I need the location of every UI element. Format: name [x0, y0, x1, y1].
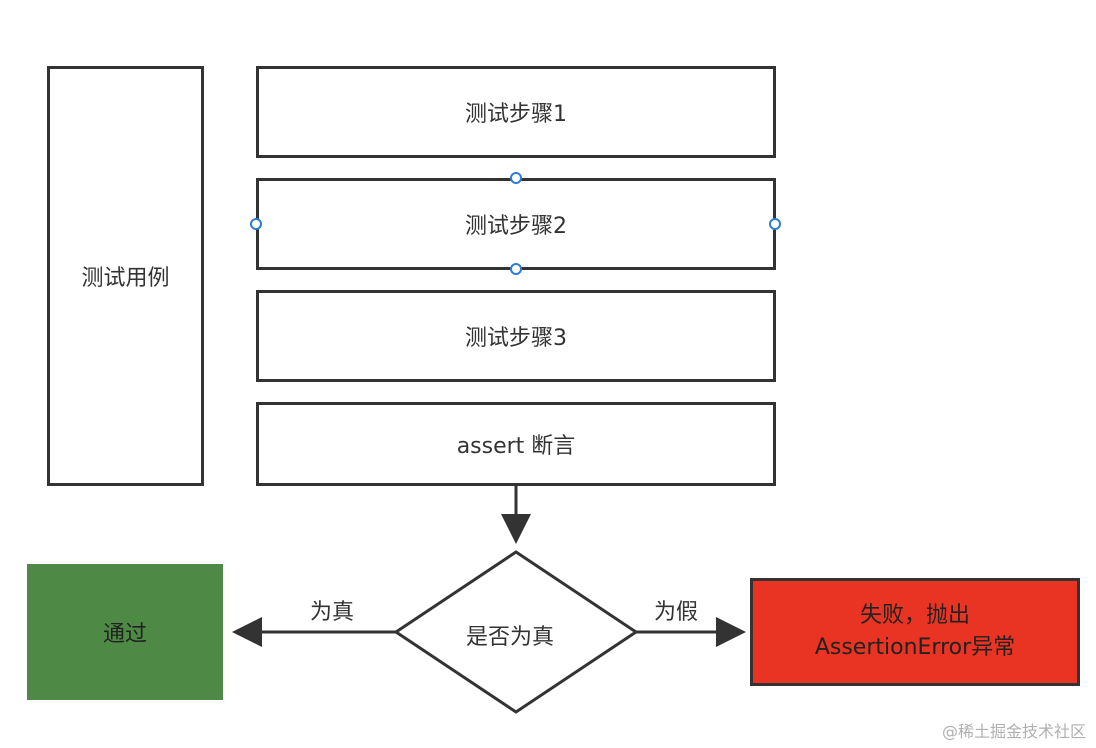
- pass-label: 通过: [102, 622, 147, 647]
- pass-box: 通过: [27, 564, 223, 700]
- handle-top[interactable]: [510, 172, 522, 184]
- decision-label: 是否为真: [466, 625, 555, 650]
- assert-label: assert 断言: [456, 434, 576, 459]
- step-1-label: 测试步骤1: [465, 102, 567, 127]
- fail-label-line2: AssertionError异常: [814, 635, 1016, 660]
- step-1-box: 测试步骤1: [256, 66, 776, 158]
- step-3-label: 测试步骤3: [465, 326, 567, 351]
- decision-diamond: [393, 550, 639, 714]
- edge-true-label: 为真: [310, 600, 355, 625]
- step-2-box[interactable]: 测试步骤2: [256, 178, 776, 270]
- watermark: @稀土掘金技术社区: [941, 722, 1086, 741]
- handle-left[interactable]: [250, 218, 262, 230]
- handle-bottom[interactable]: [510, 263, 522, 275]
- edge-false-label: 为假: [654, 600, 699, 625]
- test-case-box: 测试用例: [47, 66, 204, 486]
- handle-right[interactable]: [769, 218, 781, 230]
- fail-label-line1: 失败，抛出: [859, 603, 970, 628]
- step-2-label: 测试步骤2: [465, 214, 567, 239]
- assert-box: assert 断言: [256, 402, 776, 486]
- step-3-box: 测试步骤3: [256, 290, 776, 382]
- fail-box: 失败，抛出 AssertionError异常: [750, 578, 1080, 686]
- test-case-label: 测试用例: [81, 266, 170, 291]
